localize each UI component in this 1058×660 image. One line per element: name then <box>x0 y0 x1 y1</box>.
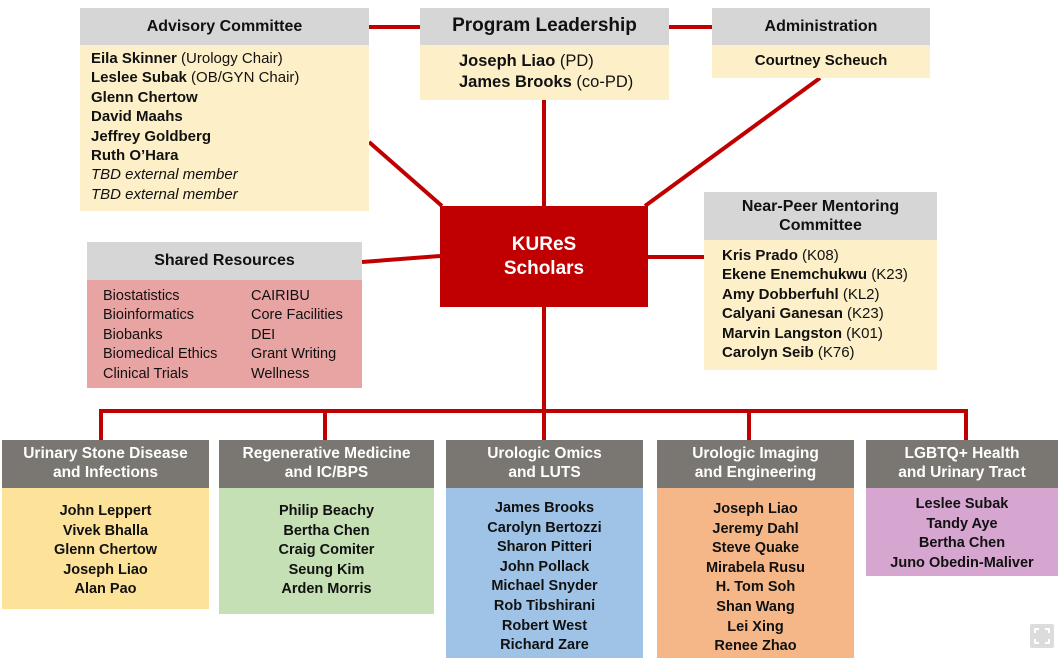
track-member: Richard Zare <box>500 637 589 654</box>
near-peer-member: Carolyn Seib (K76) <box>722 344 855 362</box>
advisory-tbd: TBD external member <box>91 166 238 184</box>
resource-item: Biomedical Ethics <box>103 346 218 363</box>
track-member: Tandy Aye <box>926 515 998 532</box>
resource-item: Biostatistics <box>103 288 180 304</box>
near-peer-body: Kris Prado (K08) Ekene Enemchukwu (K23) … <box>704 240 937 370</box>
program-leadership-header: Program Leadership <box>420 8 669 45</box>
track-member: John Pollack <box>499 558 590 575</box>
track-member: James Brooks <box>494 500 595 516</box>
track-body-lgbtq: Leslee Subak Tandy Aye Bertha Chen Juno … <box>866 488 1058 576</box>
track-header-regenerative: Regenerative Medicine and IC/BPS <box>219 440 434 488</box>
track-body-regenerative: Philip Beachy Bertha Chen Craig Comiter … <box>219 488 434 614</box>
advisory-member: Jeffrey Goldberg <box>91 127 212 145</box>
track-member: Robert West <box>501 617 588 634</box>
near-peer-member: Calyani Ganesan (K23) <box>722 305 884 323</box>
track-body-omics: James Brooks Carolyn Bertozzi Sharon Pit… <box>446 488 643 658</box>
shared-resources-body: Biostatistics Bioinformatics Biobanks Bi… <box>87 280 362 388</box>
connector-admin-center <box>643 76 822 208</box>
expand-icon-glyph <box>1034 628 1050 644</box>
track-member: Joseph Liao <box>63 561 148 578</box>
resources-column-1: Biostatistics Bioinformatics Biobanks Bi… <box>103 287 217 384</box>
track-header-lgbtq: LGBTQ+ Health and Urinary Tract <box>866 440 1058 488</box>
advisory-member: Leslee Subak (OB/GYN Chair) <box>91 69 300 87</box>
resource-item: CAIRIBU <box>251 288 310 304</box>
track-member: Joseph Liao <box>713 501 798 517</box>
track-member: H. Tom Soh <box>715 579 796 596</box>
track-member: Shan Wang <box>716 598 795 615</box>
track-header-imaging: Urologic Imaging and Engineering <box>657 440 854 488</box>
admin-member: Courtney Scheuch <box>754 52 888 69</box>
track-member: Seung Kim <box>288 561 365 578</box>
near-peer-member: Ekene Enemchukwu (K23) <box>722 266 908 284</box>
resources-column-2: CAIRIBU Core Facilities DEI Grant Writin… <box>251 287 343 384</box>
advisory-member: David Maahs <box>91 108 183 126</box>
track-member: Rob Tibshirani <box>493 597 596 614</box>
near-peer-member: Amy Dobberfuhl (KL2) <box>722 285 880 303</box>
track-member: Bertha Chen <box>283 522 370 539</box>
advisory-committee-body: Eila Skinner (Urology Chair) Leslee Suba… <box>80 45 369 211</box>
near-peer-member: Marvin Langston (K01) <box>722 324 883 342</box>
advisory-tbd: TBD external member <box>91 185 238 203</box>
track-member: Bertha Chen <box>918 535 1006 552</box>
leadership-member: James Brooks (co-PD) <box>459 73 634 91</box>
advisory-committee-header: Advisory Committee <box>80 8 369 45</box>
track-member: Sharon Pitteri <box>496 539 593 556</box>
administration-header: Administration <box>712 8 930 45</box>
track-member: Vivek Bhalla <box>62 522 149 539</box>
kures-scholars-node: KUReS Scholars <box>440 206 648 307</box>
program-leadership-body: Joseph Liao (PD) James Brooks (co-PD) <box>420 45 669 100</box>
track-member: Carolyn Bertozzi <box>487 519 602 536</box>
resource-item: Grant Writing <box>251 346 337 363</box>
track-member: Philip Beachy <box>278 503 375 519</box>
track-member: Mirabela Rusu <box>705 559 806 576</box>
resource-item: Wellness <box>251 365 310 382</box>
track-member: Leslee Subak <box>915 496 1009 512</box>
near-peer-header: Near-Peer Mentoring Committee <box>704 192 937 240</box>
track-member: John Leppert <box>59 503 152 519</box>
track-header-urinary-stone: Urinary Stone Disease and Infections <box>2 440 209 488</box>
resource-item: Core Facilities <box>251 307 343 324</box>
center-line1: KUReS <box>511 233 577 255</box>
advisory-member: Eila Skinner (Urology Chair) <box>91 50 283 67</box>
track-member: Juno Obedin-Maliver <box>890 554 1034 571</box>
resource-item: Clinical Trials <box>103 365 189 382</box>
resource-item: DEI <box>251 326 276 343</box>
track-member: Arden Morris <box>281 581 372 598</box>
track-body-imaging: Joseph Liao Jeremy Dahl Steve Quake Mira… <box>657 488 854 658</box>
administration-body: Courtney Scheuch <box>712 45 930 78</box>
track-member: Michael Snyder <box>491 578 598 595</box>
track-member: Alan Pao <box>74 581 137 598</box>
track-body-urinary-stone: John Leppert Vivek Bhalla Glenn Chertow … <box>2 488 209 609</box>
shared-resources-header: Shared Resources <box>87 242 362 280</box>
expand-icon[interactable] <box>1030 624 1054 648</box>
center-line2: Scholars <box>503 257 585 279</box>
track-header-omics: Urologic Omics and LUTS <box>446 440 643 488</box>
track-member: Steve Quake <box>711 540 800 557</box>
connector-advisory-center <box>367 140 444 208</box>
track-member: Lei Xing <box>727 618 784 635</box>
track-member: Renee Zhao <box>714 638 797 655</box>
connector-resources-center <box>361 254 441 264</box>
advisory-member: Glenn Chertow <box>91 88 198 106</box>
track-member: Glenn Chertow <box>53 542 158 559</box>
advisory-member: Ruth O’Hara <box>91 147 179 165</box>
resource-item: Bioinformatics <box>103 307 195 324</box>
resource-item: Biobanks <box>103 326 163 343</box>
leadership-member: Joseph Liao (PD) <box>459 52 594 70</box>
near-peer-member: Kris Prado (K08) <box>722 247 839 264</box>
track-member: Craig Comiter <box>278 542 375 559</box>
track-member: Jeremy Dahl <box>712 520 799 537</box>
